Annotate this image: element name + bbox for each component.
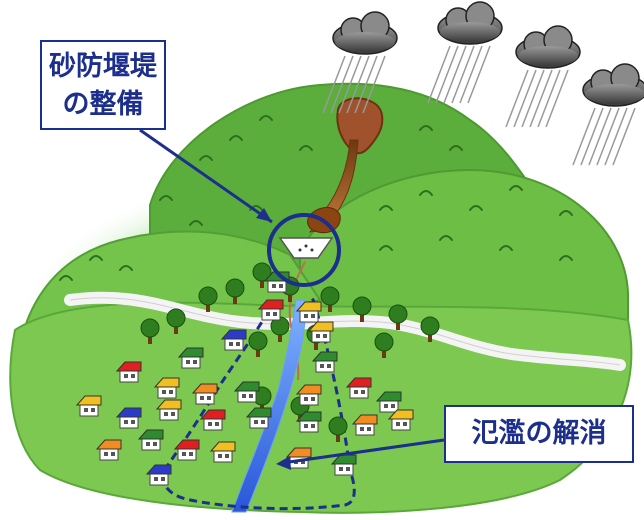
tree-icon [328, 416, 348, 442]
trees [140, 262, 440, 442]
tree-icon [352, 296, 372, 322]
flood-area-outline [162, 297, 356, 511]
rain-cloud-icon [322, 11, 398, 114]
tree-icon [374, 332, 394, 358]
tree-icon [198, 286, 218, 312]
river [231, 299, 306, 513]
tree-icon [320, 286, 340, 312]
house-icon [387, 409, 414, 431]
house-icon [285, 447, 312, 469]
house-icon [295, 411, 322, 433]
house-icon [177, 347, 204, 369]
house-icon [330, 454, 357, 476]
dam-pointer-arrow [139, 128, 273, 224]
tree-icon [388, 304, 408, 330]
house-icon [75, 395, 102, 417]
tree-icon [225, 278, 245, 304]
sabo-dam-label-line1: 砂防堰堤 [49, 51, 157, 82]
houses [75, 271, 414, 486]
house-icon [220, 329, 247, 351]
sabo-dam-label: 砂防堰堤 の整備 [40, 40, 166, 130]
house-icon [173, 439, 200, 461]
flood-resolution-label: 氾濫の解消 [444, 405, 634, 463]
grass-marks [59, 115, 573, 281]
house-icon [95, 439, 122, 461]
sabo-dam-icon [278, 237, 334, 259]
house-icon [257, 299, 284, 321]
house-icon [199, 409, 226, 431]
flood-pointer-arrow [281, 438, 445, 465]
dam-highlight-circle [267, 213, 341, 287]
house-icon [245, 407, 272, 429]
tree-icon [166, 308, 186, 334]
mountain-right [299, 168, 630, 341]
tree-icon [252, 262, 272, 288]
house-icon [115, 361, 142, 383]
house-icon [345, 377, 372, 399]
tree-icon [420, 316, 440, 342]
tree-icon [140, 318, 160, 344]
rain-cloud-icon [572, 63, 644, 166]
house-icon [153, 377, 180, 399]
house-icon [351, 414, 378, 436]
house-icon [115, 407, 142, 429]
house-icon [191, 383, 218, 405]
house-icon [375, 391, 402, 413]
rain-cloud-icon [505, 25, 581, 128]
sabo-dam-label-line2: の整備 [62, 89, 144, 120]
house-icon [155, 399, 182, 421]
house-icon [307, 321, 334, 343]
tree-icon [248, 331, 268, 357]
house-icon [145, 464, 172, 486]
house-icon [137, 429, 164, 451]
rain-cloud-icon [427, 1, 503, 104]
rain-clouds [322, 1, 644, 166]
house-icon [209, 441, 236, 463]
house-icon [233, 381, 260, 403]
house-icon [295, 384, 322, 406]
house-icon [311, 351, 338, 373]
